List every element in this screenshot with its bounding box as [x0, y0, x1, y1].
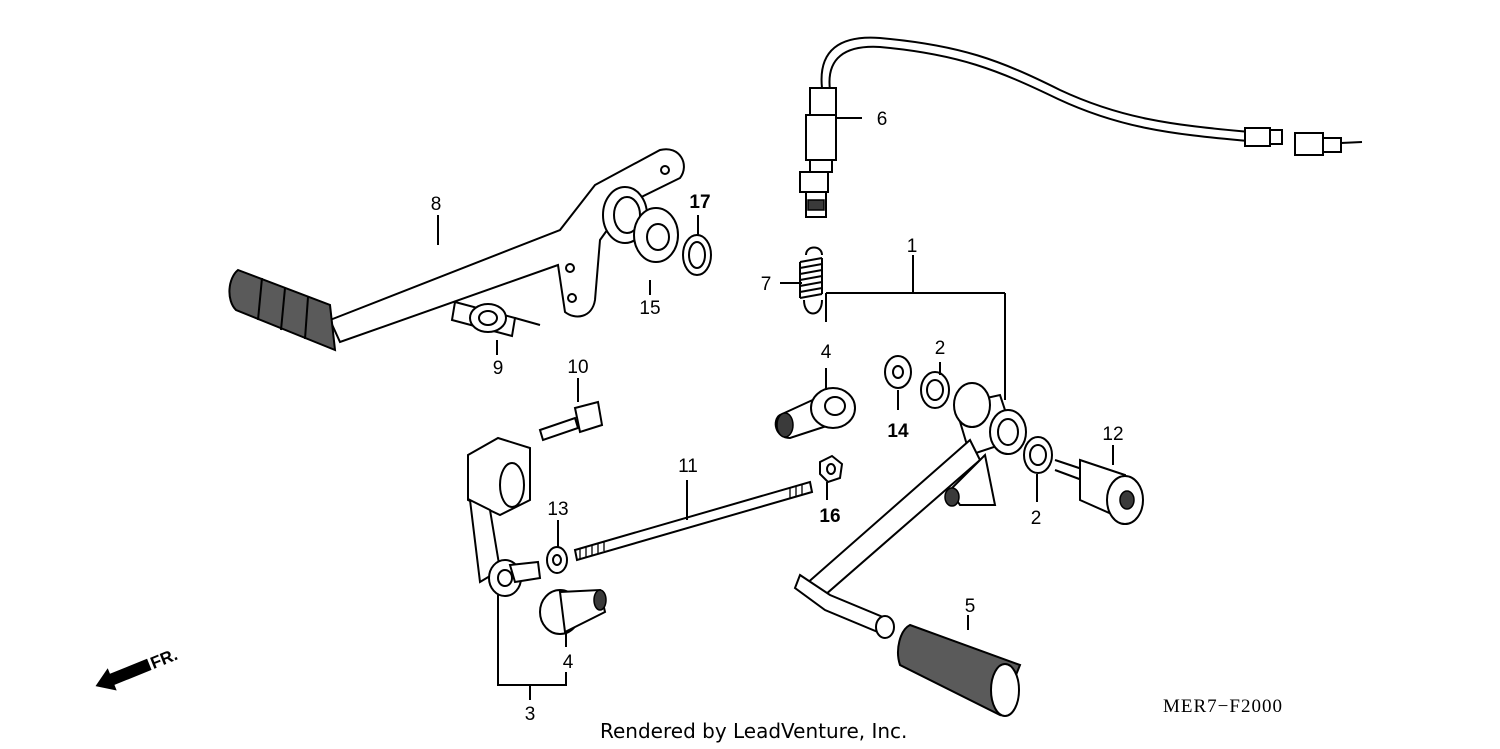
washer-part-15[interactable]: [633, 207, 679, 263]
callout-9: 9: [493, 358, 504, 379]
nut-part-16[interactable]: [819, 454, 844, 484]
render-credit: Rendered by LeadVenture, Inc.: [600, 719, 907, 743]
callout-11: 11: [678, 456, 698, 477]
front-direction-label: FR.: [148, 645, 181, 673]
callout-2-upper: 2: [935, 338, 946, 359]
callout-15: 15: [639, 298, 660, 319]
callout-1: 1: [907, 236, 918, 257]
callout-8: 8: [431, 194, 442, 215]
callout-4-upper: 4: [821, 342, 832, 363]
rod-end-upper-part[interactable]: [774, 387, 856, 440]
shift-rubber-part[interactable]: [897, 623, 1022, 717]
spring-part[interactable]: [799, 246, 823, 315]
callout-3: 3: [525, 704, 536, 725]
callout-7: 7: [761, 274, 772, 295]
bushing-part-2-lower[interactable]: [1023, 436, 1053, 474]
diagram-code: MER7−F2000: [1163, 696, 1283, 717]
stop-switch-part[interactable]: [799, 36, 1363, 218]
callout-6: 6: [877, 109, 888, 130]
pivot-collar-part[interactable]: [450, 300, 541, 338]
bolt-part-10[interactable]: [538, 400, 604, 442]
callout-14: 14: [887, 421, 909, 442]
callout-5: 5: [965, 596, 976, 617]
callout-13: 13: [547, 499, 568, 520]
washer-part-14[interactable]: [884, 355, 912, 389]
tie-rod-part[interactable]: [573, 480, 814, 562]
nut-part-13[interactable]: [546, 546, 568, 574]
callout-2-lower: 2: [1031, 508, 1042, 529]
callout-17: 17: [689, 192, 710, 213]
bushing-part-2-upper[interactable]: [920, 371, 950, 409]
leader-lines: [437, 117, 1114, 700]
callout-12: 12: [1102, 424, 1123, 445]
callout-10: 10: [567, 357, 588, 378]
circlip-part[interactable]: [682, 234, 712, 276]
gearshift-arm-part[interactable]: [793, 382, 1027, 639]
callout-16: 16: [819, 506, 840, 527]
shift-arm-part[interactable]: [467, 436, 542, 597]
pivot-bolt-part[interactable]: [1054, 458, 1144, 525]
rod-end-lower-part[interactable]: [539, 588, 607, 635]
front-direction-arrow: FR.: [95, 645, 181, 691]
callout-4-lower: 4: [563, 652, 574, 673]
